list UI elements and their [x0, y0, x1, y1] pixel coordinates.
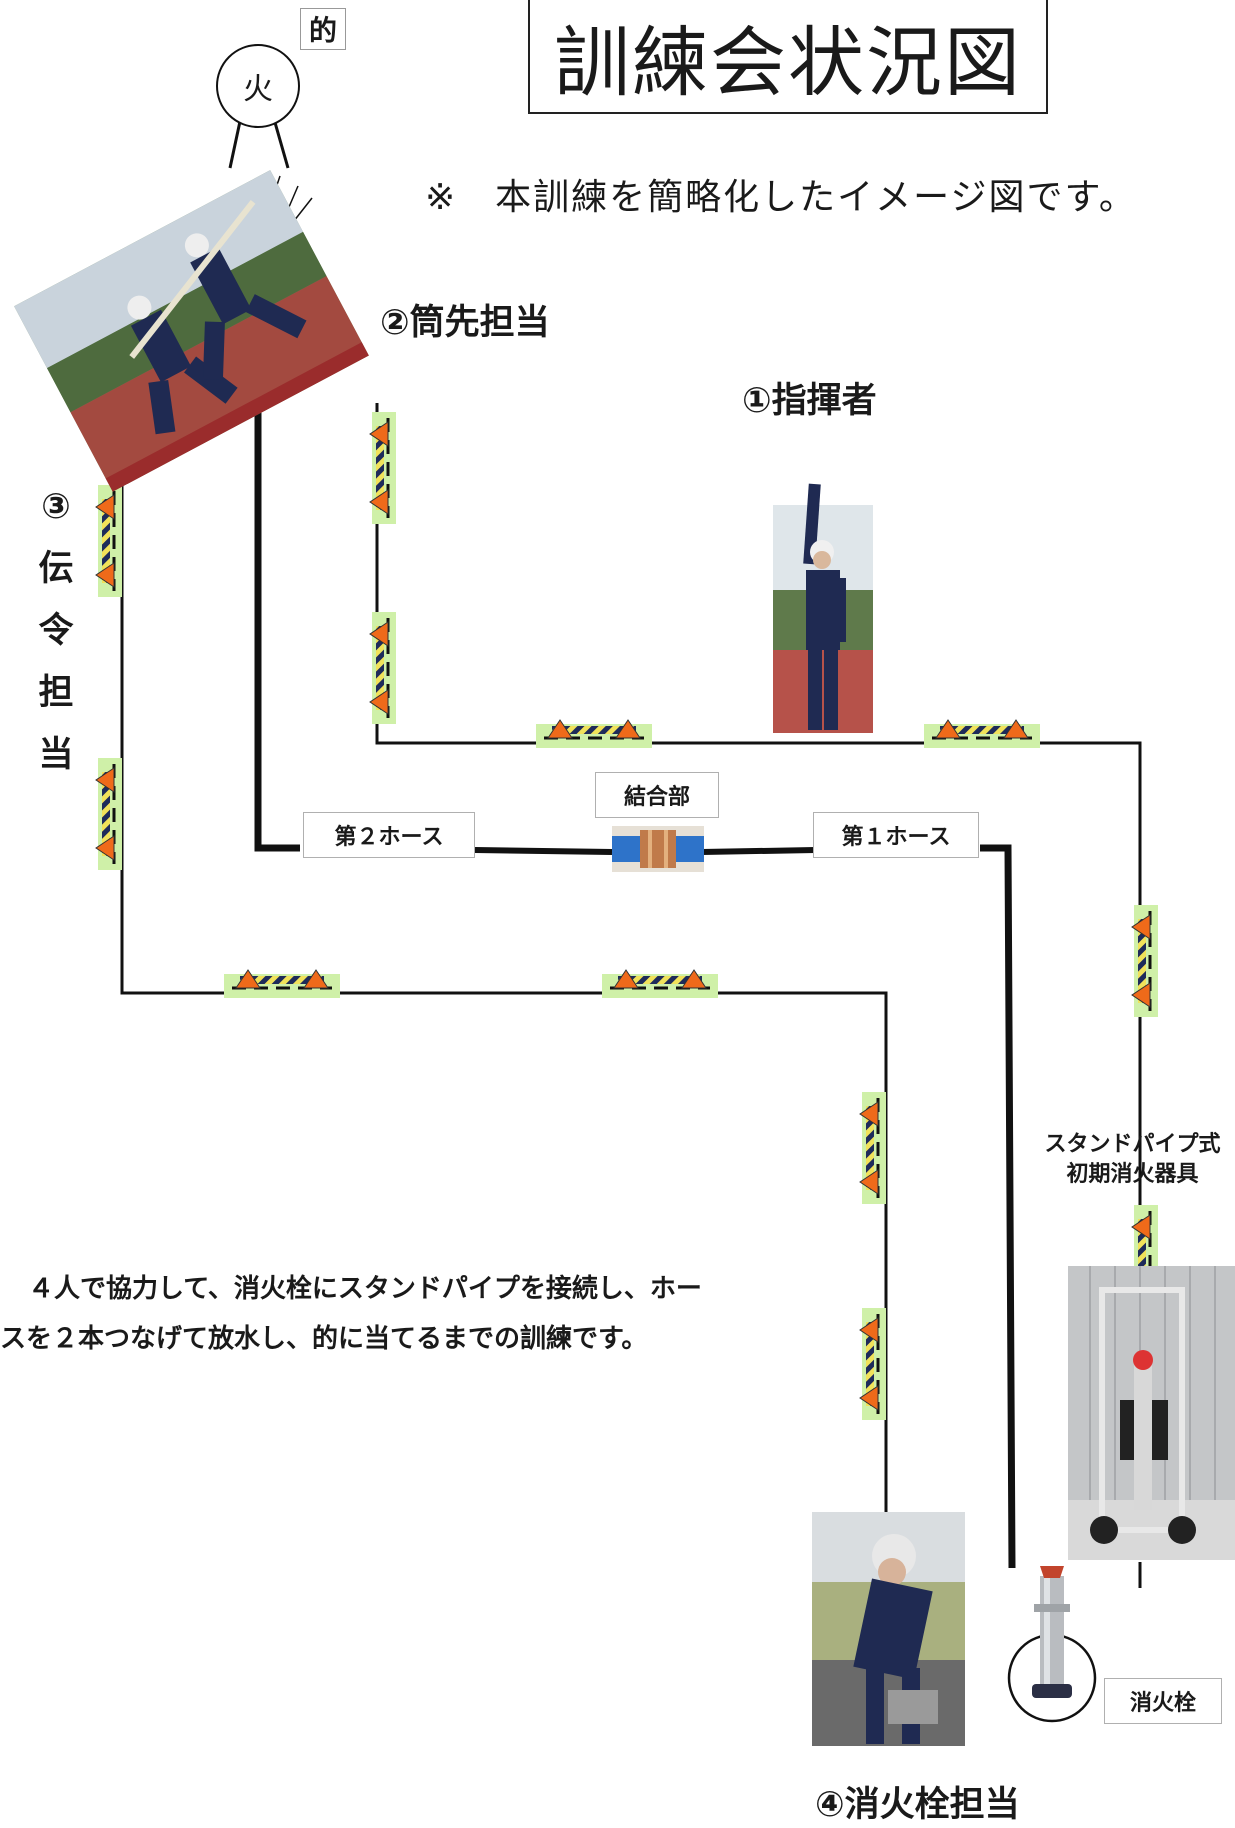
- rope-flag: [858, 1090, 888, 1206]
- coupling-photo: [612, 826, 704, 872]
- label-second-hose: 第２ホース: [303, 812, 475, 858]
- role-messenger-number: ③: [41, 487, 71, 527]
- role-messenger: ③ 伝 令 担 当: [36, 476, 76, 786]
- hydrant-label: 消火栓: [1104, 1678, 1222, 1724]
- rope-line-b: [120, 410, 888, 1515]
- training-description-line1: ４人で協力して、消火栓にスタンドパイプを接続し、ホー: [2, 1274, 702, 1304]
- commander-photo: [773, 483, 873, 733]
- rope-line-a: [375, 403, 1142, 1480]
- standpipe-label-line2: 初期消火器具: [1066, 1162, 1199, 1187]
- label-first-hose: 第１ホース: [813, 812, 979, 858]
- rope-flag: [368, 410, 398, 526]
- training-description: ４人で協力して、消火栓にスタンドパイプを接続し、ホー スを２本つなげて放水し、的…: [0, 1264, 702, 1364]
- rope-flag: [534, 718, 654, 750]
- standpipe-label: スタンドパイプ式 初期消火器具: [1030, 1130, 1235, 1190]
- role-nozzle: ②筒先担当: [380, 303, 550, 343]
- hose-line-mid-left: [474, 847, 613, 855]
- role-messenger-char: 伝: [38, 549, 74, 589]
- target-label: 的: [300, 8, 346, 50]
- hose-line-mid-right: [701, 847, 816, 855]
- role-messenger-char: 令: [38, 611, 74, 651]
- hydrant-operator-photo: [812, 1512, 965, 1746]
- hydrant-drawing: [1007, 1566, 1097, 1723]
- label-coupling: 結合部: [595, 772, 719, 818]
- rope-flag: [368, 610, 398, 726]
- rope-flag: [600, 968, 720, 1000]
- fire-target-glyph: 火: [243, 72, 273, 107]
- image-note: ※ 本訓練を簡略化したイメージ図です。: [425, 177, 1137, 218]
- standpipe-photo: [1068, 1266, 1235, 1560]
- fire-target: 火: [216, 44, 300, 128]
- rope-flag: [222, 968, 342, 1000]
- rope-flag: [922, 718, 1042, 750]
- training-description-line2: スを２本つなげて放水し、的に当てるまでの訓練です。: [0, 1324, 648, 1354]
- nozzle-team-photo: [14, 170, 369, 492]
- rope-flag: [1130, 903, 1160, 1019]
- hose-line-second: [254, 388, 300, 852]
- standpipe-label-line1: スタンドパイプ式: [1044, 1132, 1221, 1157]
- page-title: 訓練会状況図: [528, 0, 1048, 114]
- role-messenger-char: 担: [38, 673, 74, 713]
- rope-flag: [94, 756, 124, 872]
- hose-line-first: [980, 844, 1016, 1569]
- rope-flag: [94, 483, 124, 599]
- role-hydrant-operator: ④消火栓担当: [815, 1785, 1020, 1825]
- role-commander: ①指揮者: [742, 381, 877, 421]
- rope-flag: [858, 1306, 888, 1422]
- role-messenger-char: 当: [38, 735, 74, 775]
